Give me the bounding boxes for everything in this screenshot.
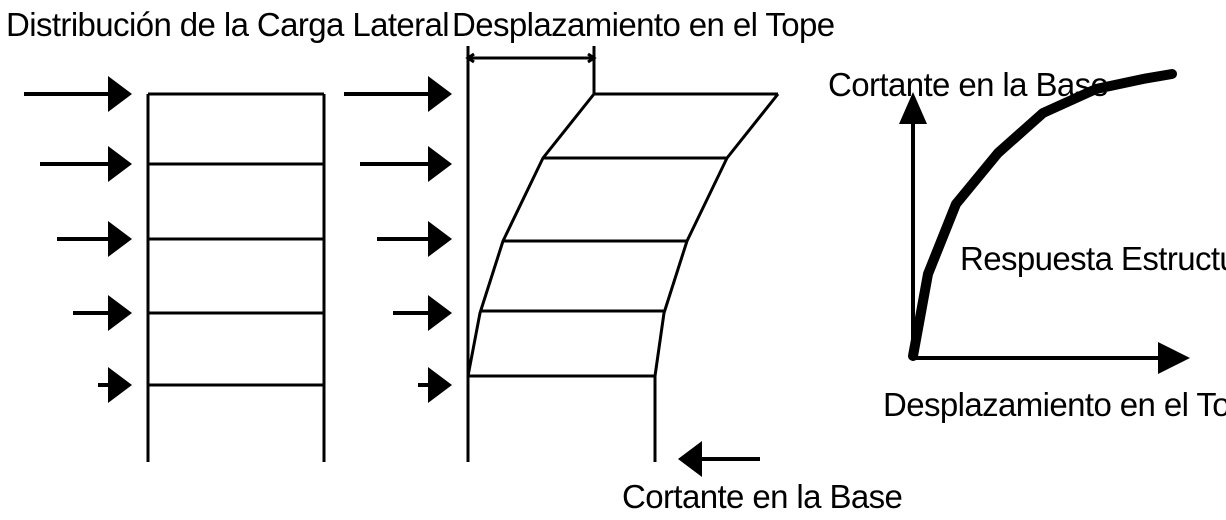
structural-response-label: Respuesta Estructural bbox=[960, 240, 1226, 277]
load-arrow bbox=[344, 76, 452, 112]
lateral-load-arrows bbox=[24, 76, 132, 403]
vertical-axis bbox=[899, 92, 927, 358]
load-arrow bbox=[360, 146, 452, 182]
deformed-left-column bbox=[466, 93, 596, 377]
load-arrow bbox=[57, 221, 132, 257]
base-shear-arrow bbox=[678, 441, 760, 477]
deformed-right-column bbox=[653, 93, 780, 462]
load-arrow bbox=[73, 295, 132, 331]
top-displacement-frame-label: Desplazamiento en el Tope bbox=[452, 6, 834, 43]
capacity-curve bbox=[908, 69, 1177, 361]
load-arrow bbox=[393, 295, 452, 331]
load-arrow bbox=[40, 146, 132, 182]
top-displacement-dimension bbox=[465, 46, 597, 462]
top-displacement-axis-label: Desplazamiento en el Tope bbox=[883, 386, 1226, 423]
deformed-frame bbox=[466, 92, 780, 462]
load-arrow bbox=[24, 76, 132, 112]
lateral-load-distribution-label: Distribución de la Carga Lateral bbox=[6, 6, 449, 43]
deformed-frame-panel: Desplazamiento en el Tope bbox=[344, 6, 903, 515]
undeformed-frame-panel: Distribución de la Carga Lateral bbox=[6, 6, 450, 462]
undeformed-frame bbox=[146, 92, 326, 462]
load-arrow bbox=[377, 221, 452, 257]
capacity-curve-panel: Cortante en la Base Respuesta Estructura… bbox=[828, 66, 1226, 423]
base-shear-frame-label: Cortante en la Base bbox=[622, 478, 902, 515]
load-arrow bbox=[98, 367, 132, 403]
base-shear-axis-label: Cortante en la Base bbox=[828, 66, 1108, 103]
horizontal-axis bbox=[913, 342, 1190, 374]
load-arrow bbox=[418, 367, 452, 403]
deformed-load-arrows bbox=[344, 76, 452, 403]
